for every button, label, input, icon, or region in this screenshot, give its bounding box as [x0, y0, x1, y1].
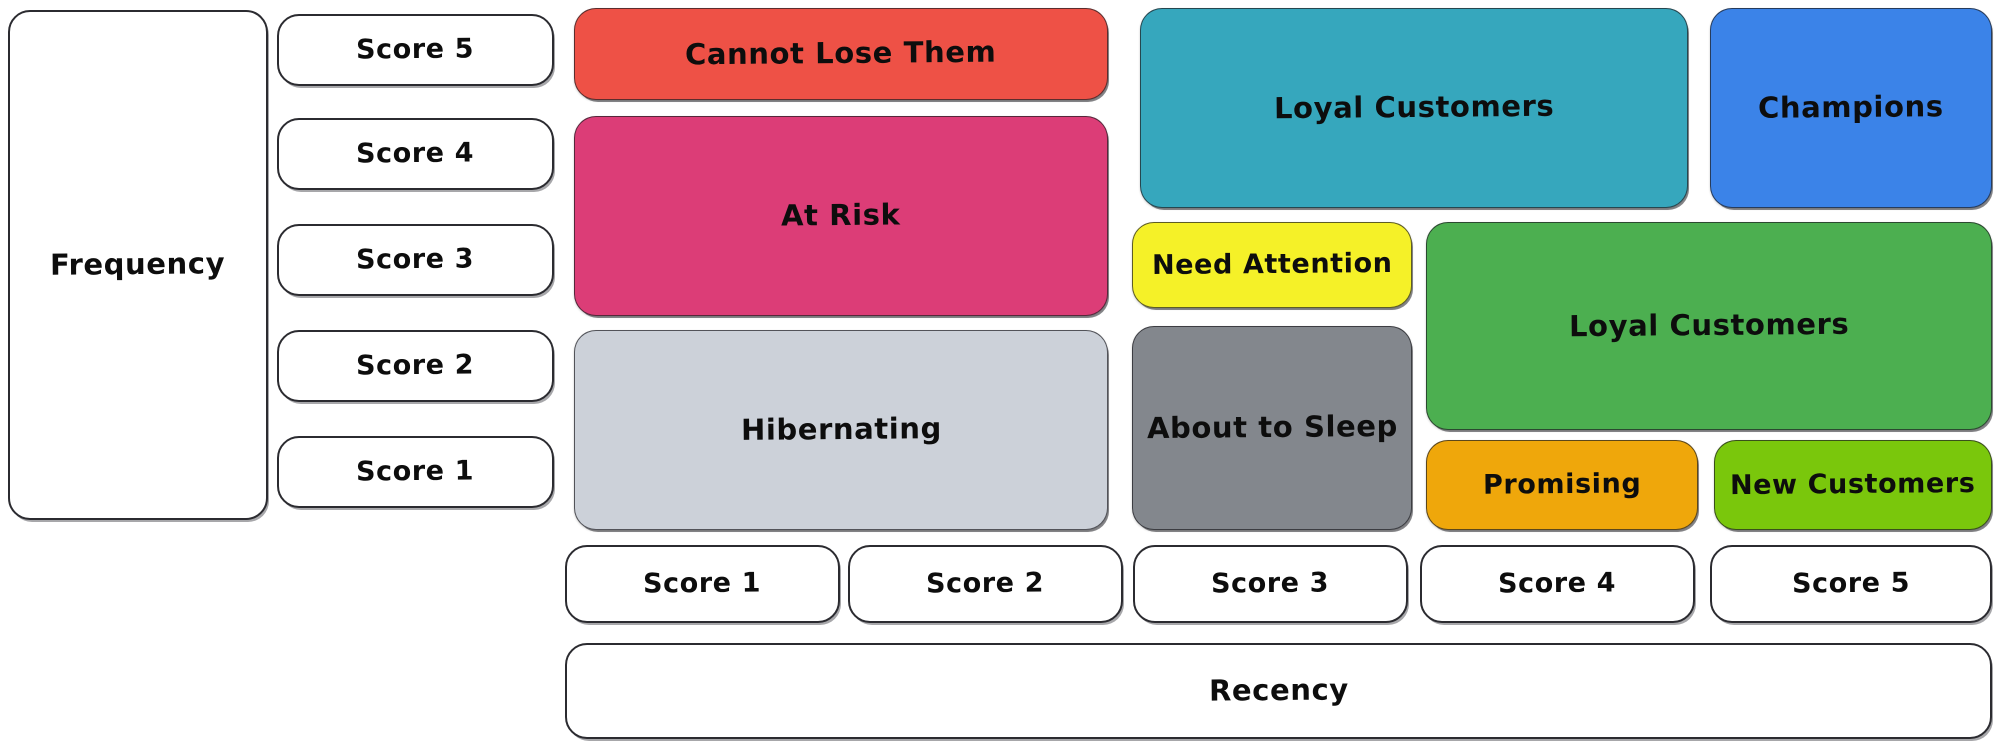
- segment-loyal-customers-green[interactable]: Loyal Customers: [1426, 222, 1992, 430]
- frequency-score-1[interactable]: Score 1: [277, 436, 554, 508]
- frequency-score-2[interactable]: Score 2: [277, 330, 554, 402]
- segment-at-risk[interactable]: At Risk: [574, 116, 1108, 316]
- recency-axis-label: Recency: [565, 643, 1992, 739]
- segment-cannot-lose-them[interactable]: Cannot Lose Them: [574, 8, 1108, 100]
- recency-axis-label-text: Recency: [1208, 672, 1349, 708]
- recency-score-1[interactable]: Score 1: [565, 545, 840, 623]
- recency-score-4[interactable]: Score 4: [1420, 545, 1695, 623]
- segment-need-attention[interactable]: Need Attention: [1132, 222, 1412, 308]
- frequency-score-4[interactable]: Score 4: [277, 118, 554, 190]
- segment-about-to-sleep[interactable]: About to Sleep: [1132, 326, 1412, 530]
- frequency-score-3[interactable]: Score 3: [277, 224, 554, 296]
- segment-hibernating[interactable]: Hibernating: [574, 330, 1108, 530]
- frequency-score-5[interactable]: Score 5: [277, 14, 554, 86]
- segment-new-customers[interactable]: New Customers: [1714, 440, 1992, 530]
- frequency-axis-label-text: Frequency: [50, 246, 226, 283]
- recency-score-5[interactable]: Score 5: [1710, 545, 1992, 623]
- frequency-axis-label: Frequency: [8, 10, 268, 520]
- recency-score-3[interactable]: Score 3: [1133, 545, 1408, 623]
- recency-score-2[interactable]: Score 2: [848, 545, 1123, 623]
- segment-loyal-customers-teal[interactable]: Loyal Customers: [1140, 8, 1688, 208]
- segment-champions[interactable]: Champions: [1710, 8, 1992, 208]
- segment-promising[interactable]: Promising: [1426, 440, 1698, 530]
